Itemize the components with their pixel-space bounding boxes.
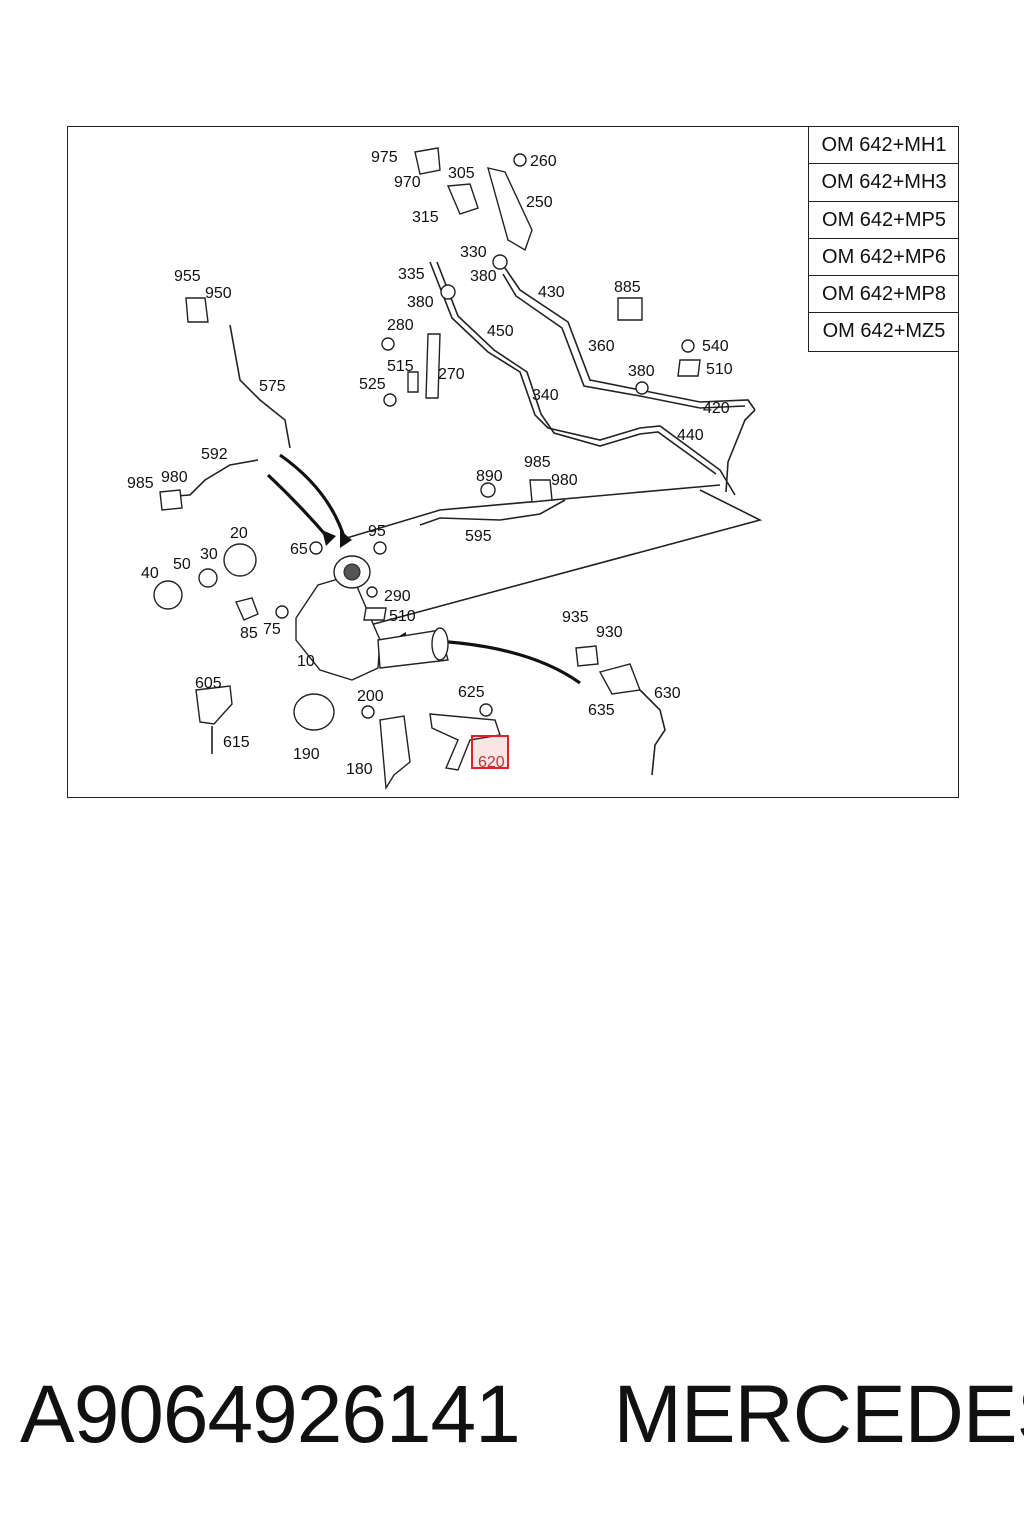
callout-885: 885	[614, 279, 641, 296]
callout-890: 890	[476, 468, 503, 485]
callout-450: 450	[487, 323, 514, 340]
callout-980: 980	[161, 469, 188, 486]
callout-595: 595	[465, 528, 492, 545]
callout-625: 625	[458, 684, 485, 701]
callout-380: 380	[470, 268, 497, 285]
callout-630: 630	[654, 685, 681, 702]
callout-380: 380	[628, 363, 655, 380]
callout-975: 975	[371, 149, 398, 166]
exhaust-system-diagram: 975 970 305 260 250 315 330 335 380 380 …	[127, 147, 763, 791]
callout-420: 420	[703, 400, 730, 417]
callout-40: 40	[141, 565, 159, 582]
variant-cell: OM 642+MP8	[809, 276, 959, 314]
callout-360: 360	[588, 338, 615, 355]
callout-290: 290	[384, 588, 411, 605]
part-number: A9064926141	[20, 1369, 521, 1460]
variant-cell: OM 642+MZ5	[822, 320, 946, 343]
callout-260: 260	[530, 153, 557, 170]
callout-615: 615	[223, 734, 250, 751]
callout-985: 985	[524, 454, 551, 471]
callout-280: 280	[387, 317, 414, 334]
callout-930: 930	[596, 624, 623, 641]
callout-65: 65	[290, 541, 308, 558]
callout-510: 510	[389, 608, 416, 625]
callout-592: 592	[201, 446, 228, 463]
callout-30: 30	[200, 546, 218, 563]
callout-935: 935	[562, 609, 589, 626]
callout-430: 430	[538, 284, 565, 301]
pipe-lines	[159, 261, 763, 626]
variant-cell: OM 642+MP6	[809, 239, 959, 277]
components	[159, 147, 701, 791]
callout-270: 270	[438, 366, 465, 383]
callout-340: 340	[532, 387, 559, 404]
callout-335: 335	[398, 266, 425, 283]
callout-575: 575	[259, 378, 286, 395]
callout-200: 200	[357, 688, 384, 705]
variant-cell: OM 642+MH1	[809, 127, 959, 165]
callout-250: 250	[526, 194, 553, 211]
callout-labels: 975 970 305 260 250 315 330 335 380 380 …	[127, 149, 733, 778]
filter-body	[153, 543, 449, 681]
callout-970: 970	[394, 174, 421, 191]
callout-950: 950	[205, 285, 232, 302]
callout-955: 955	[174, 268, 201, 285]
callout-50: 50	[173, 556, 191, 573]
callout-605: 605	[195, 675, 222, 692]
callout-985: 985	[127, 475, 154, 492]
callout-180: 180	[346, 761, 373, 778]
callout-95: 95	[368, 523, 386, 540]
callout-315: 315	[412, 209, 439, 226]
callout-980: 980	[551, 472, 578, 489]
callout-330: 330	[460, 244, 487, 261]
callout-510: 510	[706, 361, 733, 378]
callout-515: 515	[387, 358, 414, 375]
diagram-frame	[67, 126, 959, 798]
callout-75: 75	[263, 621, 281, 638]
callout-380: 380	[407, 294, 434, 311]
footer-caption: A9064926141 MERCEDES	[20, 1368, 1024, 1462]
variant-cell: OM 642+MP5	[809, 202, 959, 239]
brand-name: MERCEDES	[613, 1369, 1024, 1460]
callout-440: 440	[677, 427, 704, 444]
callout-20: 20	[230, 525, 248, 542]
variant-cell: OM 642+MH3	[809, 164, 959, 202]
callout-635: 635	[588, 702, 615, 719]
callout-190: 190	[293, 746, 320, 763]
callout-620: 620	[478, 754, 505, 771]
callout-305: 305	[448, 165, 475, 182]
highlight-box	[471, 735, 509, 769]
callout-540: 540	[702, 338, 729, 355]
callout-85: 85	[240, 625, 258, 642]
callout-525: 525	[359, 376, 386, 393]
callout-10: 10	[297, 653, 315, 670]
engine-variant-table: OM 642+MH1 OM 642+MH3 OM 642+MP5 OM 642+…	[808, 127, 959, 352]
